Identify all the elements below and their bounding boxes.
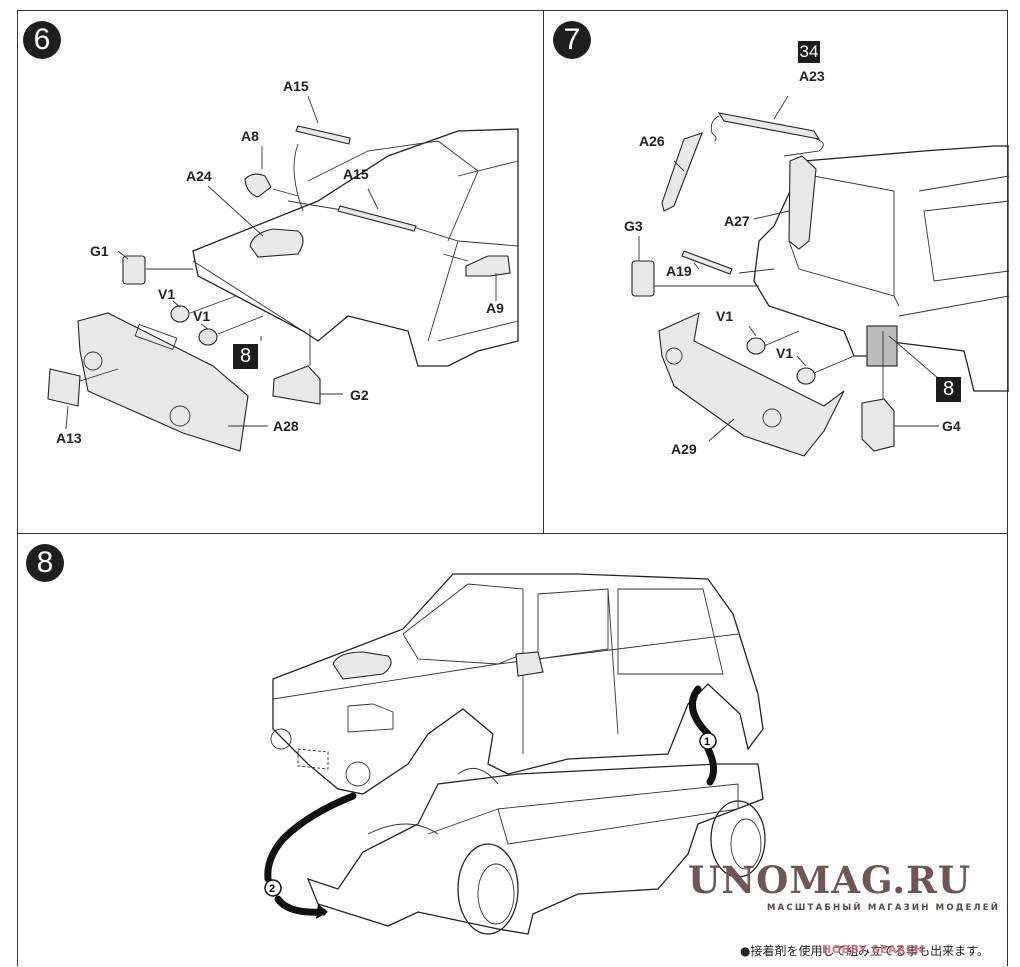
part-label: V1 [193, 308, 210, 324]
hood-scoop-part [249, 228, 304, 258]
bushing-part-v1 [796, 367, 816, 385]
source-watermark: HOBBY SEARCH [822, 943, 925, 956]
wiper-part [295, 125, 351, 145]
lamp-part-g3 [631, 260, 655, 297]
hood-scoop [332, 651, 392, 680]
car-body-rear-outline [753, 145, 1009, 392]
part-label: A29 [671, 441, 697, 457]
sequence-arrow-1 [688, 685, 712, 738]
part-label: A23 [799, 68, 825, 84]
part-label: V1 [158, 286, 175, 302]
bushing-part-v1 [198, 328, 218, 346]
part-label: G1 [90, 243, 109, 259]
footer-note: ●接着剤を使用して組み立てる事も出来ます。 [740, 944, 989, 958]
reference-box: 8 [233, 344, 258, 369]
part-label: A15 [343, 166, 369, 182]
step-number-badge: 8 [26, 544, 64, 582]
step-8-diagram: 1 2 [264, 573, 766, 935]
wheel [710, 800, 766, 878]
step-7-panel: 7 [543, 10, 1009, 535]
car-body-outline [272, 573, 764, 795]
part-label: V1 [776, 345, 793, 361]
part-label: V1 [716, 308, 733, 324]
part-label: A9 [486, 300, 504, 316]
plate-part-a13 [47, 368, 81, 407]
reference-box: 34 [798, 41, 820, 63]
rear-wiper-part-a19 [681, 250, 733, 275]
part-label: A28 [273, 418, 299, 434]
side-mirror [515, 651, 544, 677]
spoiler-part-a23 [717, 112, 821, 140]
step-number-badge: 7 [553, 21, 591, 59]
part-label: A24 [186, 168, 212, 184]
bushing-part-v1 [170, 305, 190, 323]
car-body-outline [192, 128, 519, 367]
step-7-diagram: A23 A26 A27 G3 A19 V1 V1 A29 G4 [624, 68, 1009, 457]
garnish-part-a27 [788, 155, 817, 250]
side-mirror-part-a9 [465, 255, 511, 277]
sequence-marker: 1 [704, 736, 710, 748]
part-label: A15 [283, 78, 309, 94]
mirror-part-a8 [244, 173, 272, 198]
turn-signal-part-g2 [272, 365, 321, 405]
step-8-panel: 8 1 2 [17, 533, 1008, 966]
part-label: A8 [241, 128, 259, 144]
headlight-part-g1 [122, 255, 146, 285]
step-number-badge: 6 [23, 21, 61, 59]
watermark-subtitle: МАСШТАБНЫЙ МАГАЗИН МОДЕЛЕЙ [767, 903, 1001, 913]
chassis-outline [306, 763, 764, 935]
part-label: G3 [624, 218, 643, 234]
part-label: A27 [724, 213, 750, 229]
part-label: A13 [56, 430, 82, 446]
wheel [457, 843, 519, 935]
sequence-arrow-1 [704, 745, 717, 786]
sequence-arrow-2 [264, 792, 357, 883]
step-6-panel: 6 [17, 10, 545, 535]
bushing-part-v1 [746, 337, 766, 355]
part-label: G4 [942, 418, 961, 434]
sequence-marker: 2 [269, 883, 275, 895]
watermark-logo: UNOMAG.RU [688, 858, 972, 902]
step-6-diagram: A15 A8 A24 A15 G1 V1 V1 A9 A13 A28 G2 [47, 78, 519, 452]
reference-box: 8 [936, 377, 961, 402]
front-bumper-part-a28 [77, 312, 249, 452]
rear-bumper-part-a29 [658, 312, 845, 457]
part-label: A19 [666, 263, 692, 279]
part-label: A26 [639, 133, 665, 149]
tail-light-part-g4 [861, 398, 895, 452]
garnish-part-a26 [661, 132, 703, 212]
part-label: G2 [350, 387, 369, 403]
